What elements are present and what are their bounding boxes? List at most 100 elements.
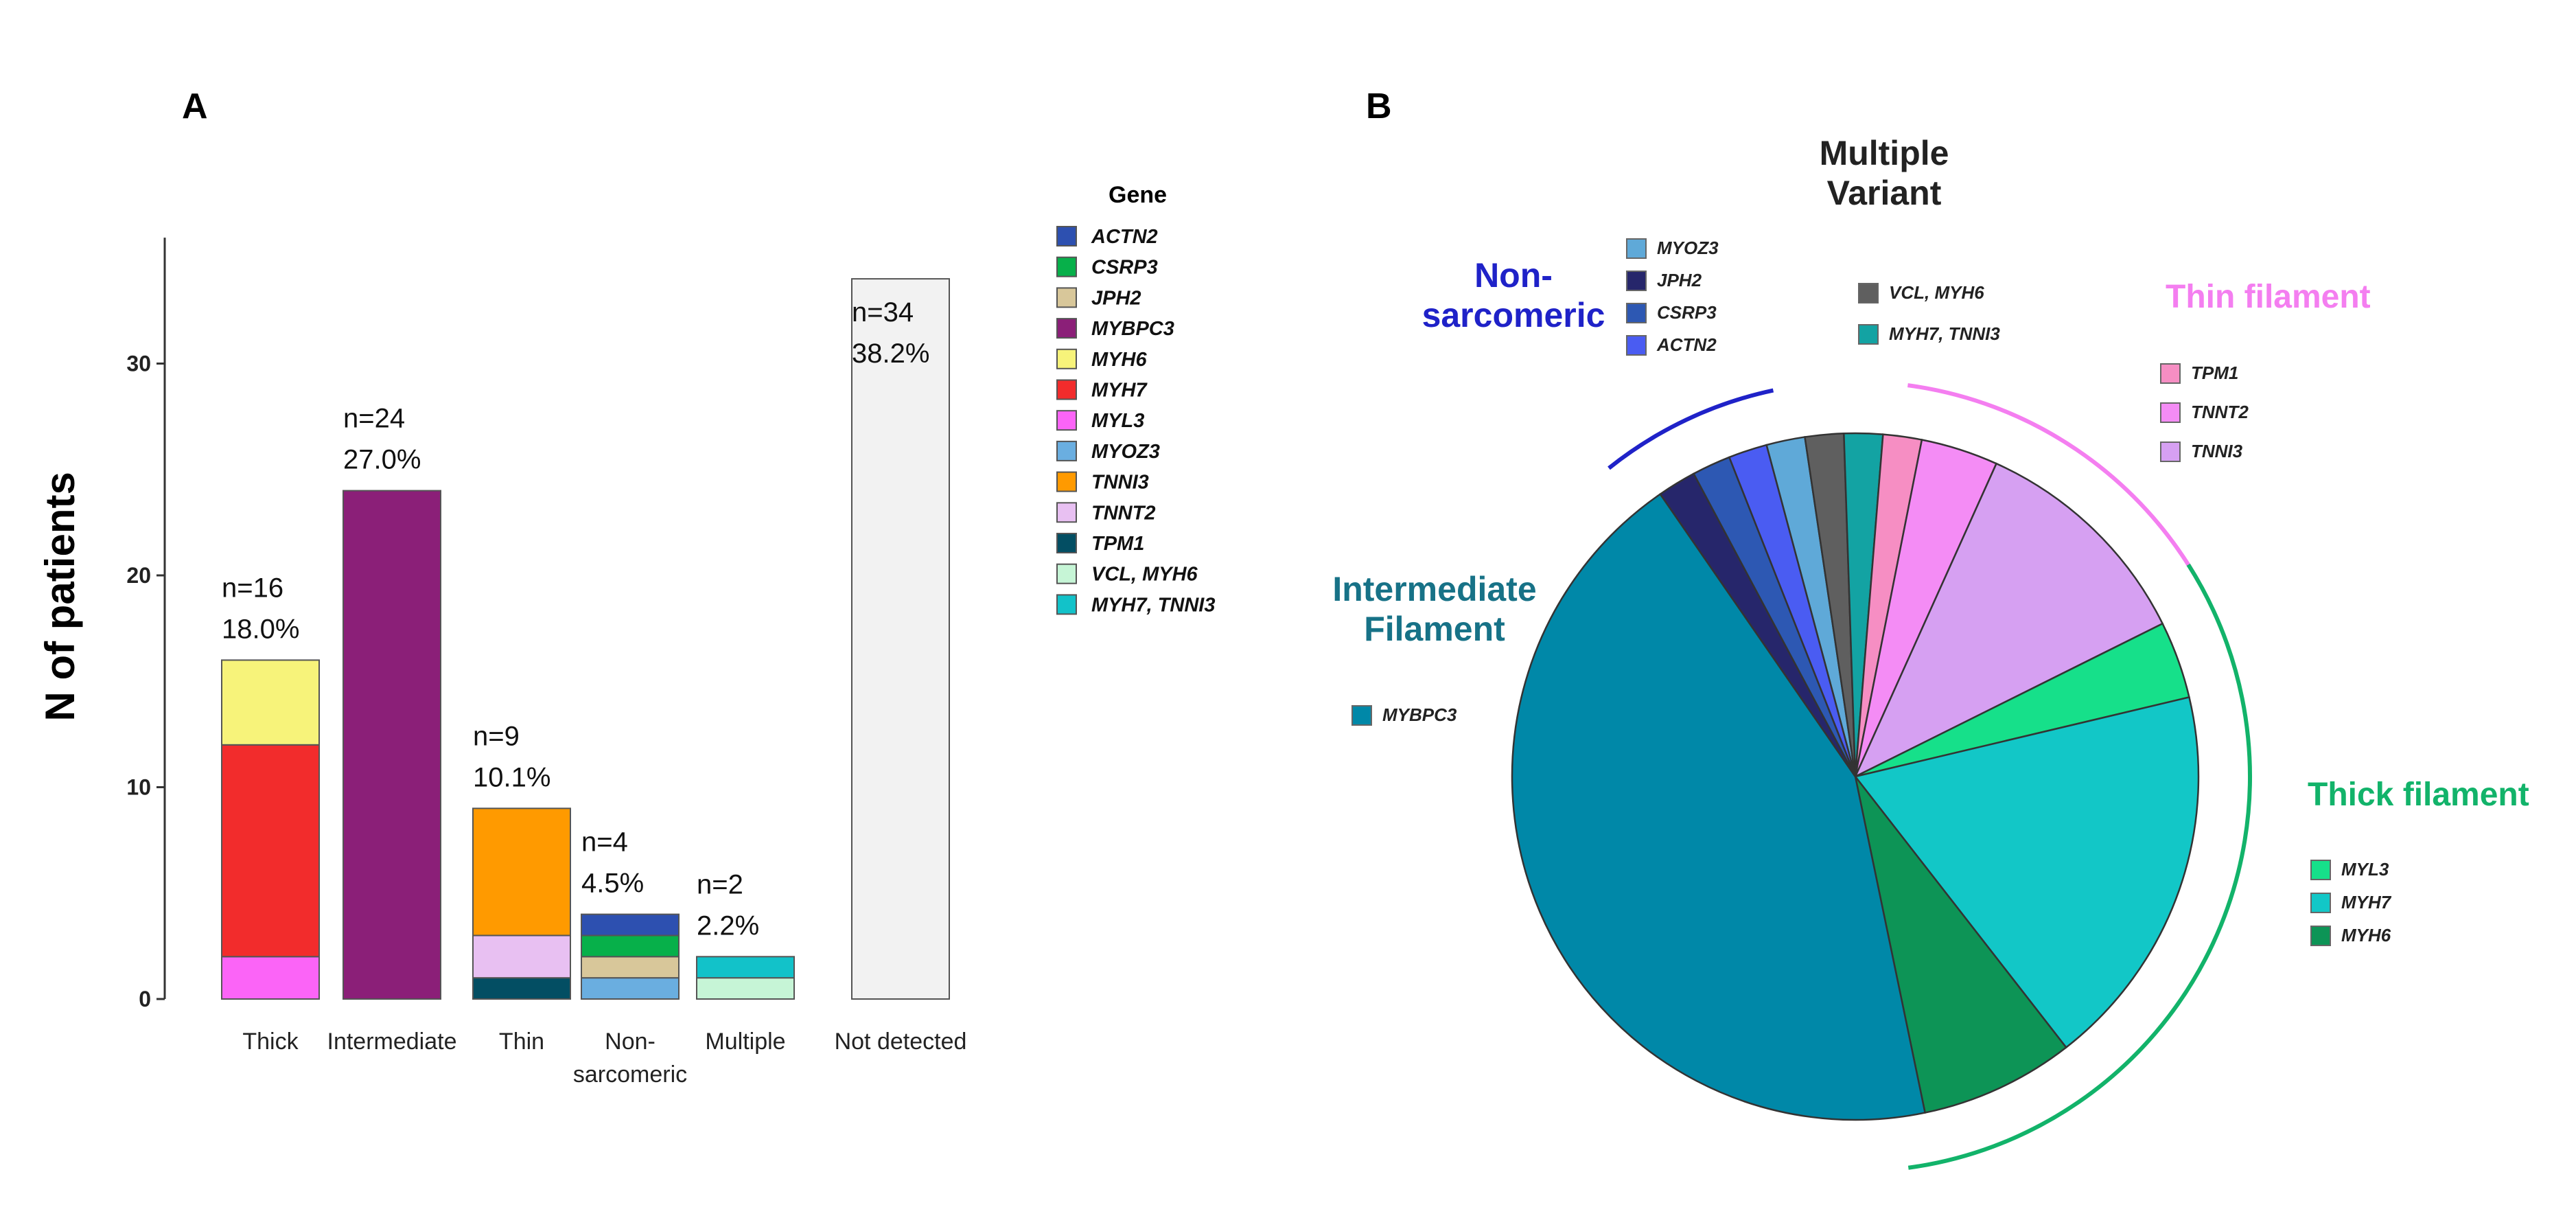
- legend-swatch-actn2: [1056, 226, 1077, 246]
- bar-count-label: n=34: [852, 297, 914, 328]
- pie-slice-myh7: [1853, 696, 2200, 1049]
- x-category-label: Thick: [242, 1029, 299, 1055]
- legend-label-myoz3: MYOZ3: [1657, 238, 1719, 258]
- legend-swatch-tnnt2: [1056, 502, 1077, 523]
- bar-segment-myh7-tnni3: [696, 956, 795, 979]
- legend-label-csrp3: CSRP3: [1091, 257, 1158, 279]
- bar-segment-myh6: [221, 659, 320, 746]
- bar-percent-label: 2.2%: [697, 910, 759, 941]
- legend-swatch-tnni3: [1056, 471, 1077, 492]
- bar-percent-label: 38.2%: [852, 338, 929, 369]
- legend-label-mybpc3: MYBPC3: [1382, 704, 1457, 725]
- bar-count-label: n=16: [222, 573, 283, 603]
- panel-b-label: B: [1366, 87, 1392, 126]
- y-tick-label: 0: [139, 987, 151, 1011]
- group-arc-non-sarcomeric: [1608, 388, 1774, 470]
- legend-swatch-actn2: [1626, 335, 1647, 356]
- legend-swatch-jph2: [1056, 287, 1077, 308]
- bar-segment-mybpc3: [343, 490, 441, 1000]
- bar-percent-label: 4.5%: [581, 869, 644, 899]
- legend-label-mybpc3: MYBPC3: [1091, 318, 1174, 340]
- bar-segment-tnni3: [472, 807, 571, 937]
- legend-label-myl3: MYL3: [1091, 410, 1144, 432]
- bar-segment-actn2: [581, 913, 680, 937]
- group-title-multiple: Variant: [1827, 174, 1942, 212]
- legend-swatch-myoz3: [1056, 440, 1077, 461]
- legend-label-myh7: MYH7: [1091, 380, 1148, 402]
- pie-slice-mybpc3: [1511, 492, 1927, 1121]
- y-axis-title: N of patients: [37, 472, 83, 721]
- legend-label-actn2: ACTN2: [1091, 226, 1158, 248]
- legend-swatch-vcl-myh6: [1858, 283, 1879, 303]
- legend-label-tnnt2: TNNT2: [2191, 402, 2249, 422]
- legend-swatch-myl3: [2310, 860, 2331, 880]
- group-arc-thin-filament: [1907, 383, 2201, 584]
- group-title-thin: Thin filament: [2166, 279, 2371, 315]
- x-category-label: Non-: [605, 1029, 655, 1055]
- legend-swatch-jph2: [1626, 271, 1647, 291]
- group-title-multiple: Multiple: [1820, 134, 1949, 172]
- bar-percent-label: 10.1%: [473, 762, 550, 792]
- x-category-label: Not detected: [835, 1029, 967, 1055]
- pie-chart: [1511, 383, 2252, 1170]
- bar-segment-tpm1: [472, 977, 571, 1000]
- legend-label-myl3: MYL3: [2341, 859, 2389, 880]
- legend-swatch-myh6: [2310, 926, 2331, 946]
- legend-label-myh6: MYH6: [2341, 925, 2391, 945]
- y-tick-label: 30: [126, 352, 151, 376]
- bar-segment-vcl-myh6: [696, 977, 795, 1000]
- legend-swatch-csrp3: [1626, 303, 1647, 323]
- group-title-non-sarcomeric: Non-: [1474, 256, 1553, 295]
- legend-swatch-tnnt2: [2160, 402, 2181, 423]
- legend-swatch-myh7: [2310, 893, 2331, 913]
- bar-segment-myl3: [221, 956, 320, 1000]
- legend-swatch-tpm1: [1056, 533, 1077, 553]
- bar-count-label: n=9: [473, 721, 520, 751]
- legend-swatch-myh7-tnni3: [1056, 594, 1077, 615]
- bar-segment-not-detected: [851, 278, 950, 1000]
- legend-label-tnni3: TNNI3: [2191, 441, 2243, 461]
- legend-swatch-csrp3: [1056, 256, 1077, 277]
- y-tick-label: 20: [126, 563, 151, 588]
- legend-swatch-tpm1: [2160, 363, 2181, 384]
- legend-label-myh7: MYH7: [2341, 892, 2392, 913]
- legend-label-tnnt2: TNNT2: [1091, 502, 1155, 524]
- legend-label-myoz3: MYOZ3: [1091, 441, 1160, 463]
- bar-segment-myh7: [221, 744, 320, 958]
- legend-title: Gene: [1109, 182, 1167, 208]
- legend-swatch-mybpc3: [1351, 705, 1372, 726]
- legend-swatch-myl3: [1056, 410, 1077, 431]
- legend-label-tpm1: TPM1: [2191, 363, 2238, 383]
- legend-label-jph2: JPH2: [1091, 287, 1141, 309]
- legend-swatch-tnni3: [2160, 441, 2181, 462]
- x-category-label: Intermediate: [327, 1029, 457, 1055]
- bar-segment-csrp3: [581, 934, 680, 958]
- bar-count-label: n=4: [581, 827, 628, 858]
- legend-label-tnni3: TNNI3: [1091, 472, 1149, 494]
- x-category-label: Thin: [499, 1029, 544, 1055]
- legend-label-myh6: MYH6: [1091, 349, 1147, 371]
- x-category-label: Multiple: [705, 1029, 785, 1055]
- x-category-label: sarcomeric: [573, 1061, 687, 1088]
- bar-segment-jph2: [581, 956, 680, 979]
- legend-label-actn2: ACTN2: [1656, 334, 1717, 355]
- legend-label-jph2: JPH2: [1657, 270, 1702, 290]
- legend-swatch-myoz3: [1626, 238, 1647, 259]
- legend-swatch-myh6: [1056, 348, 1077, 369]
- legend-label-myh7-tnni3: MYH7, TNNI3: [1091, 594, 1215, 616]
- legend-label-tpm1: TPM1: [1091, 533, 1144, 555]
- pie-group-legends: Non-sarcomericMYOZ3JPH2CSRP3ACTN2Multipl…: [1332, 134, 2529, 946]
- legend-swatch-vcl-myh6: [1056, 563, 1077, 584]
- bar-segment-tnnt2: [472, 934, 571, 979]
- bar-count-label: n=2: [697, 869, 743, 899]
- bar-segment-myoz3: [581, 977, 680, 1000]
- legend-label-vcl-myh6: VCL, MYH6: [1091, 564, 1198, 586]
- pie-slice-actn2: [1728, 444, 1857, 777]
- legend-swatch-mybpc3: [1056, 318, 1077, 339]
- panel-a-label: A: [182, 87, 208, 126]
- legend-swatch-myh7: [1056, 379, 1077, 400]
- legend-label-vcl-myh6: VCL, MYH6: [1889, 282, 1984, 303]
- legend-label-csrp3: CSRP3: [1657, 302, 1717, 323]
- gene-legend: GeneACTN2CSRP3JPH2MYBPC3MYH6MYH7MYL3MYOZ…: [1056, 182, 1215, 616]
